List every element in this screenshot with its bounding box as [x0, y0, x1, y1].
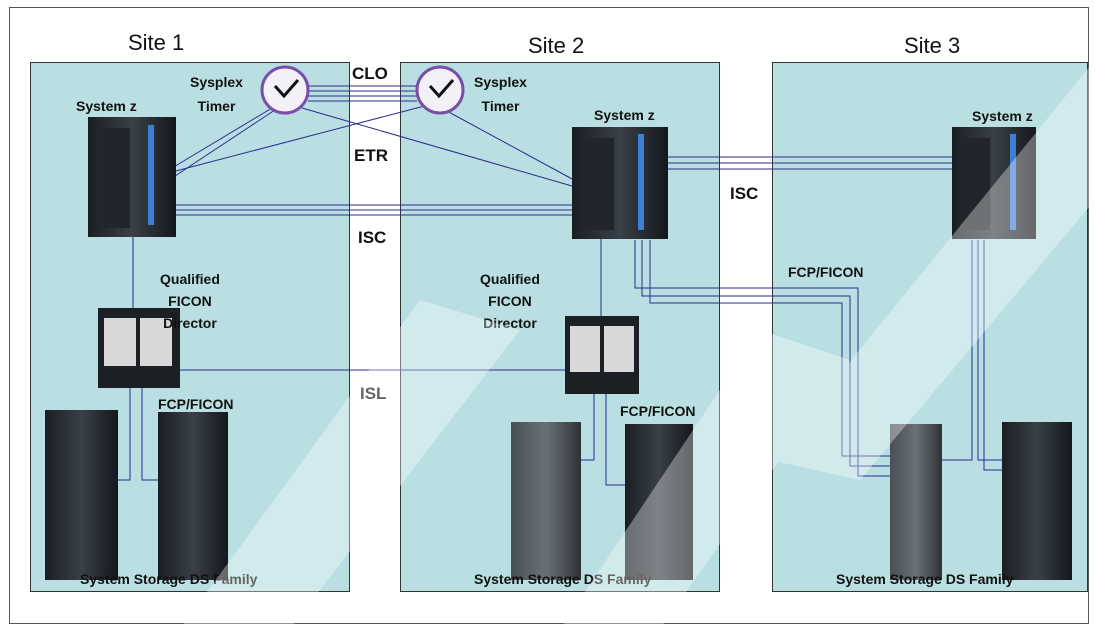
- director-label-line2: FICON: [488, 293, 532, 309]
- timer-label-site-2: Sysplex Timer: [474, 70, 527, 118]
- storage-rack-site2-b: [625, 424, 693, 580]
- link-lines: [118, 85, 1002, 486]
- director-label-line3: Director: [483, 315, 537, 331]
- storage-rack-site2-a: [511, 422, 581, 580]
- clock-icon: [260, 65, 310, 115]
- etr-link-label: ETR: [354, 146, 388, 165]
- timer-label-line1: Sysplex: [474, 74, 527, 90]
- storage-label-site-1: System Storage DS Family: [80, 571, 258, 587]
- director-site-2: [565, 316, 639, 394]
- director-site-1: [98, 308, 180, 388]
- clock-icon: [415, 65, 465, 115]
- isc-link-label-site1-site2: ISC: [358, 228, 387, 247]
- director-label-line1: Qualified: [480, 271, 540, 287]
- director-label-line3: Director: [163, 315, 217, 331]
- timer-label-site-1: Sysplex Timer: [190, 70, 243, 118]
- site-2-title: Site 2: [528, 33, 585, 58]
- storage-label-site-3: System Storage DS Family: [836, 571, 1014, 587]
- site-3-title: Site 3: [904, 33, 961, 58]
- site-1-title: Site 1: [128, 30, 185, 55]
- fcp-ficon-label-site3: FCP/FICON: [788, 264, 864, 280]
- storage-rack-site1-b: [158, 412, 228, 580]
- server-site-1: [88, 117, 176, 237]
- server-site-3: [952, 127, 1036, 239]
- server-label-site-1: System z: [76, 98, 137, 114]
- fcp-ficon-label-site2: FCP/FICON: [620, 403, 696, 419]
- server-label-site-2: System z: [594, 107, 655, 123]
- server-label-site-3: System z: [972, 108, 1033, 124]
- storage-rack-site3-a: [890, 424, 942, 580]
- isl-link-label: ISL: [360, 384, 387, 403]
- storage-rack-site3-b: [1002, 422, 1072, 580]
- server-site-2: [572, 127, 668, 239]
- fcp-ficon-label-site1: FCP/FICON: [158, 396, 234, 412]
- storage-rack-site1-a: [45, 410, 118, 580]
- director-label-line1: Qualified: [160, 271, 220, 287]
- director-label-site-2: Qualified FICON Director: [480, 268, 540, 334]
- clo-link-label: CLO: [352, 64, 388, 83]
- timer-label-line2: Timer: [481, 98, 520, 114]
- timer-label-line1: Sysplex: [190, 74, 243, 90]
- diagram-frame: [9, 7, 1089, 624]
- timer-label-line2: Timer: [197, 98, 236, 114]
- storage-label-site-2: System Storage DS Family: [474, 571, 652, 587]
- director-label-site-1: Qualified FICON Director: [160, 268, 220, 334]
- director-label-line2: FICON: [168, 293, 212, 309]
- isc-link-label-site2-site3: ISC: [730, 184, 759, 203]
